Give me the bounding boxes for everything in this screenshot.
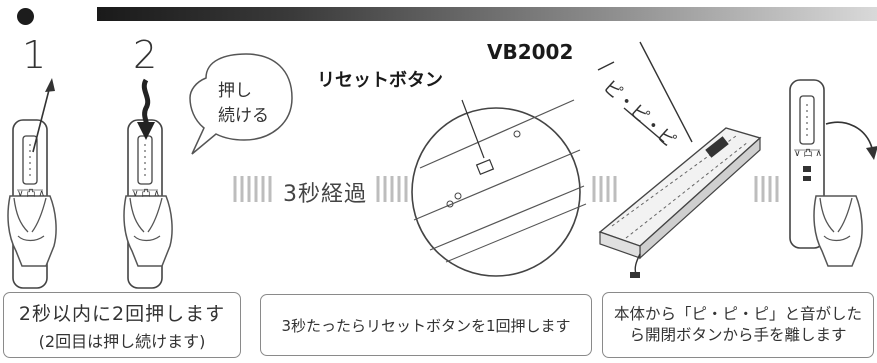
remote-step3	[789, 79, 863, 267]
speech-bubble: 押し 続ける	[189, 53, 293, 155]
elapsed-hatch-right	[376, 176, 408, 202]
remote3-down-button[interactable]: ∧	[815, 149, 822, 159]
beep-indicator: ピ・ピ・ピ	[597, 41, 693, 152]
caption-step1-line1: 2秒以内に2回押します	[18, 302, 226, 325]
beep-text: ピ・ピ・ピ	[599, 76, 680, 152]
caption-step3-line2: ら開閉ボタンから手を離します	[629, 326, 847, 344]
caption-step3-line1: 本体から「ピ・ピ・ピ」と音がした	[613, 305, 862, 324]
bubble-line-2: 続ける	[218, 106, 269, 126]
caption-step2-text: 3秒たったらリセットボタンを1回押します	[281, 316, 571, 335]
remote1-stop-button[interactable]: 凸	[26, 189, 36, 199]
remote1-down-button[interactable]: ∧	[38, 189, 45, 199]
release-arrow-icon	[825, 121, 877, 160]
elapsed-time-label: 3秒経過	[283, 182, 367, 207]
reset-button-label: リセットボタン	[317, 70, 443, 91]
reset-zoom-circle	[411, 99, 587, 277]
remote2-up-button[interactable]: ∨	[132, 189, 139, 199]
caption-step1: 2秒以内に2回押します (2回目は押し続けます)	[3, 292, 241, 358]
remote1-buttons: ∨ 凸 ∧	[17, 186, 45, 199]
remote-step1	[7, 119, 57, 289]
remote2-stop-button[interactable]: 凸	[141, 189, 151, 199]
main-unit-illustration	[598, 127, 762, 278]
arrow-up-icon	[32, 78, 55, 153]
bubble-line-1: 押し	[218, 81, 252, 101]
step-number-1: 1	[22, 33, 47, 77]
press-arrow-icon	[137, 78, 155, 140]
remote3-up-button[interactable]: ∨	[794, 149, 801, 159]
header-gradient-bar	[97, 7, 877, 21]
remote2-down-button[interactable]: ∧	[153, 189, 160, 199]
remote1-up-button[interactable]: ∨	[17, 189, 24, 199]
model-label: VB2002	[487, 40, 574, 64]
remote3-stop-button[interactable]: 凸	[803, 149, 813, 159]
unit-hatch	[592, 176, 779, 202]
remote3-buttons: ∨ 凸 ∧	[794, 146, 822, 159]
remote2-buttons: ∨ 凸 ∧	[132, 186, 160, 199]
caption-step1-line2: (2回目は押し続けます)	[38, 331, 206, 351]
elapsed-hatch-left	[233, 176, 272, 202]
step-marker-dot	[17, 8, 34, 25]
caption-step2: 3秒たったらリセットボタンを1回押します	[260, 294, 592, 356]
step-number-2: 2	[133, 33, 158, 77]
caption-step3: 本体から「ピ・ピ・ピ」と音がした ら開閉ボタンから手を離します	[602, 292, 874, 358]
remote-step2	[123, 119, 173, 289]
